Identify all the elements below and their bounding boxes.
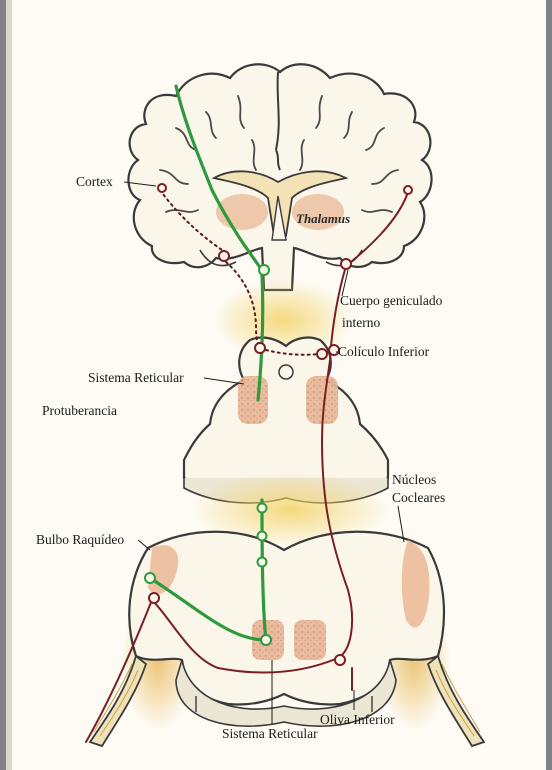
- cerebral-aqueduct: [279, 365, 293, 379]
- synapse-colliculus-left: [255, 343, 265, 353]
- reticular-nucleus-pons-right: [306, 376, 338, 424]
- synapse-green-2: [258, 532, 267, 541]
- label-protuberancia: Protuberancia: [42, 403, 117, 418]
- label-bulbo-raquideo: Bulbo Raquídeo: [36, 532, 124, 547]
- synapse-geniculate-right: [341, 259, 351, 269]
- label-cocleares: Cocleares: [392, 490, 445, 505]
- synapse-cochlear-red: [149, 593, 159, 603]
- label-oliva-inferior: Oliva Inferior: [320, 712, 395, 727]
- label-cuerpo-geniculado-1: Cuerpo geniculado: [340, 293, 443, 308]
- label-sistema-reticular-upper: Sistema Reticular: [88, 370, 184, 385]
- label-coliculo-inferior: Colículo Inferior: [338, 344, 430, 359]
- label-cortex: Cortex: [76, 174, 113, 189]
- synapse-oliva: [335, 655, 345, 665]
- synapse-cortex-right: [404, 186, 412, 194]
- cerebrum: [128, 64, 431, 290]
- label-thalamus: Thalamus: [296, 211, 350, 226]
- synapse-geniculate-left: [219, 251, 229, 261]
- synapse-cochlear-green: [145, 573, 155, 583]
- paper-shadow-left: [6, 0, 12, 770]
- label-sistema-reticular-lower: Sistema Reticular: [222, 726, 318, 741]
- synapse-green-1: [258, 504, 267, 513]
- synapse-thalamus-green: [259, 265, 269, 275]
- synapse-cortex-left: [158, 184, 166, 192]
- synapse-reticular-medulla: [261, 635, 271, 645]
- label-cuerpo-geniculado-2: interno: [342, 315, 380, 330]
- reticular-nucleus-pons-left: [238, 376, 268, 424]
- reticular-nucleus-medulla-right: [294, 620, 326, 660]
- synapse-green-3: [258, 558, 267, 567]
- synapse-colliculus-mid: [317, 349, 327, 359]
- label-nucleos: Núcleos: [392, 472, 436, 487]
